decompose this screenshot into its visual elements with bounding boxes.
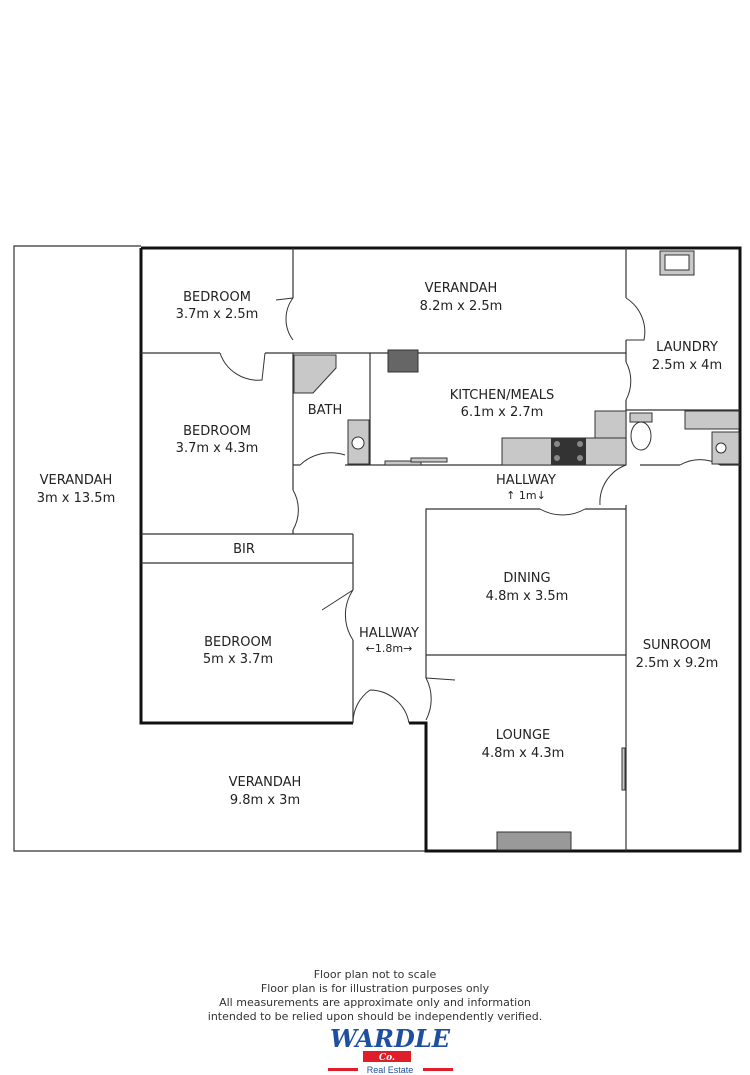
lounge-name: LOUNGE — [496, 728, 551, 743]
lounge-size: 4.8m x 4.3m — [482, 746, 565, 761]
hallway1-name: HALLWAY — [496, 473, 556, 488]
logo-co: Co. — [379, 1053, 395, 1063]
bedroom3-name: BEDROOM — [204, 635, 272, 650]
dining-name: DINING — [503, 571, 550, 586]
disclaimer: Floor plan not to scale Floor plan is fo… — [0, 968, 750, 1024]
verandah-left-size: 3m x 13.5m — [37, 491, 116, 506]
bedroom1-name: BEDROOM — [183, 290, 251, 305]
dining-size: 4.8m x 3.5m — [486, 589, 569, 604]
room-labels: BEDROOM 3.7m x 2.5m VERANDAH 8.2m x 2.5m… — [37, 281, 722, 808]
disclaimer-line: Floor plan not to scale — [313, 968, 437, 981]
bedroom3-size: 5m x 3.7m — [203, 652, 273, 667]
hallway2-size: ←1.8m→ — [366, 642, 413, 655]
hallway1-size: ↑ 1m↓ — [506, 489, 546, 502]
fireplace — [496, 831, 572, 851]
wardle-logo: WARDLE Co. Real Estate — [328, 1026, 453, 1075]
bir-name: BIR — [233, 542, 255, 557]
bedroom1-size: 3.7m x 2.5m — [176, 307, 259, 322]
logo-brand: WARDLE — [330, 1026, 451, 1053]
bedroom2-size: 3.7m x 4.3m — [176, 441, 259, 456]
verandah-left-name: VERANDAH — [40, 473, 113, 488]
kitchen-name: KITCHEN/MEALS — [450, 388, 555, 403]
hallway2-name: HALLWAY — [359, 626, 419, 641]
fixtures — [293, 250, 740, 851]
laundry-size: 2.5m x 4m — [652, 358, 722, 373]
disclaimer-line: intended to be relied upon should be ind… — [207, 1010, 543, 1023]
sunroom-size: 2.5m x 9.2m — [636, 656, 719, 671]
verandah-bottom-size: 9.8m x 3m — [230, 793, 300, 808]
laundry-shower — [684, 410, 740, 430]
doors — [219, 297, 721, 791]
laundry-name: LAUNDRY — [656, 340, 718, 355]
verandah-top-name: VERANDAH — [425, 281, 498, 296]
disclaimer-line: All measurements are approximate only an… — [219, 996, 531, 1009]
toilet-cistern — [629, 412, 653, 423]
bedroom2-name: BEDROOM — [183, 424, 251, 439]
heater — [387, 349, 419, 373]
sunroom-name: SUNROOM — [643, 638, 711, 653]
walls — [13, 245, 742, 853]
kitchen-size: 6.1m x 2.7m — [461, 405, 544, 420]
shower — [293, 354, 337, 394]
logo-tagline: Real Estate — [367, 1065, 414, 1075]
disclaimer-line: Floor plan is for illustration purposes … — [260, 982, 490, 995]
bath-name: BATH — [308, 403, 343, 418]
verandah-bottom-name: VERANDAH — [229, 775, 302, 790]
verandah-top-size: 8.2m x 2.5m — [420, 299, 503, 314]
